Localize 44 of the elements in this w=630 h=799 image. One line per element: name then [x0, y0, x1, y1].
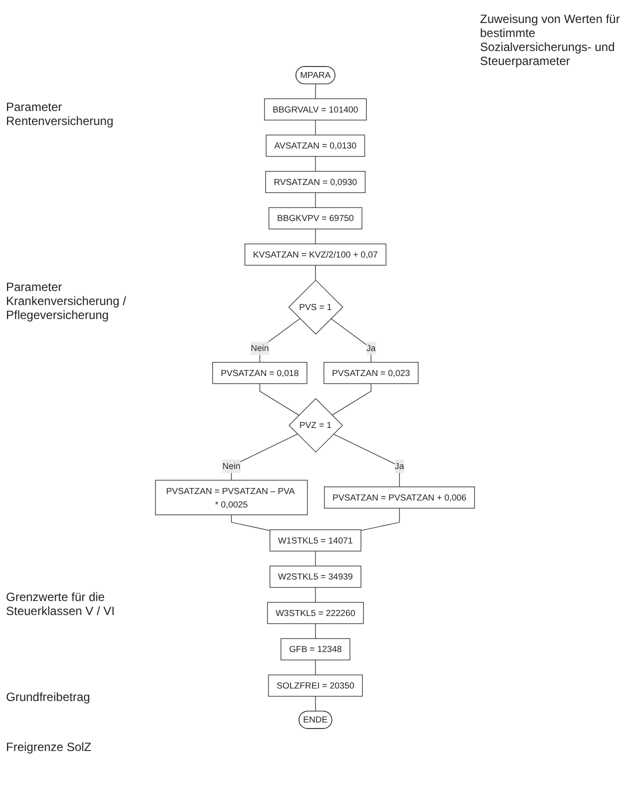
connector [315, 228, 316, 244]
connector [315, 696, 316, 712]
connector [259, 318, 300, 363]
edge-label: Ja [366, 342, 376, 354]
node-box: SOLZFREI = 20350 [268, 674, 363, 697]
connector [315, 156, 316, 172]
node-box: W3STKL5 = 222260 [267, 602, 364, 624]
edge-label: Nein [222, 460, 240, 472]
connector [231, 514, 270, 531]
connector [332, 383, 372, 416]
node-diamond: PVZ = 1 [288, 398, 343, 453]
node-box: AVSATZAN = 0,0130 [266, 134, 366, 157]
node-box: W1STKL5 = 14071 [270, 529, 362, 552]
section-label: Parameter Rentenversicherung [6, 100, 114, 128]
connector [315, 550, 316, 566]
connector [315, 120, 316, 136]
connector [315, 264, 316, 281]
node-diamond: PVS = 1 [288, 280, 344, 335]
node-box: W2STKL5 = 34939 [270, 566, 362, 588]
section-label: Grenzwerte für die Steuerklassen V / VI [6, 590, 116, 618]
node-box: PVSATZAN = PVSATZAN + 0,006 [324, 486, 475, 509]
node-box: PVSATZAN = PVSATZAN – PVA * 0,0025 [155, 480, 308, 516]
connector [315, 192, 316, 208]
node-box: KVSATZAN = KVZ/2/100 + 0,07 [244, 244, 386, 266]
section-label: Zuweisung von Werten für bestimmte Sozialversicherungs- und Steuerparameter [480, 12, 620, 68]
node-box: GFB = 12348 [280, 638, 350, 660]
connector [315, 623, 316, 639]
node-box: PVSATZAN = 0,018 [212, 362, 308, 384]
connector [360, 508, 400, 531]
node-box: RVSATZAN = 0,0930 [265, 170, 366, 194]
connector [315, 84, 316, 100]
section-label: Parameter Krankenversicherung / Pflegeversicherung [6, 280, 128, 322]
edge-label: Ja [394, 460, 404, 472]
section-label: Freigrenze SolZ [6, 740, 92, 754]
node-box: PVSATZAN = 0,023 [324, 362, 419, 384]
connector [231, 434, 298, 481]
connector [315, 660, 316, 676]
node-box: BBGKVPV = 69750 [268, 207, 362, 230]
connector [259, 383, 300, 416]
edge-label: Nein [250, 342, 269, 354]
node-box: BBGRVALV = 101400 [264, 98, 367, 120]
section-label: Grundfreibetrag [6, 690, 92, 704]
connector [315, 587, 316, 603]
connector [333, 434, 400, 488]
